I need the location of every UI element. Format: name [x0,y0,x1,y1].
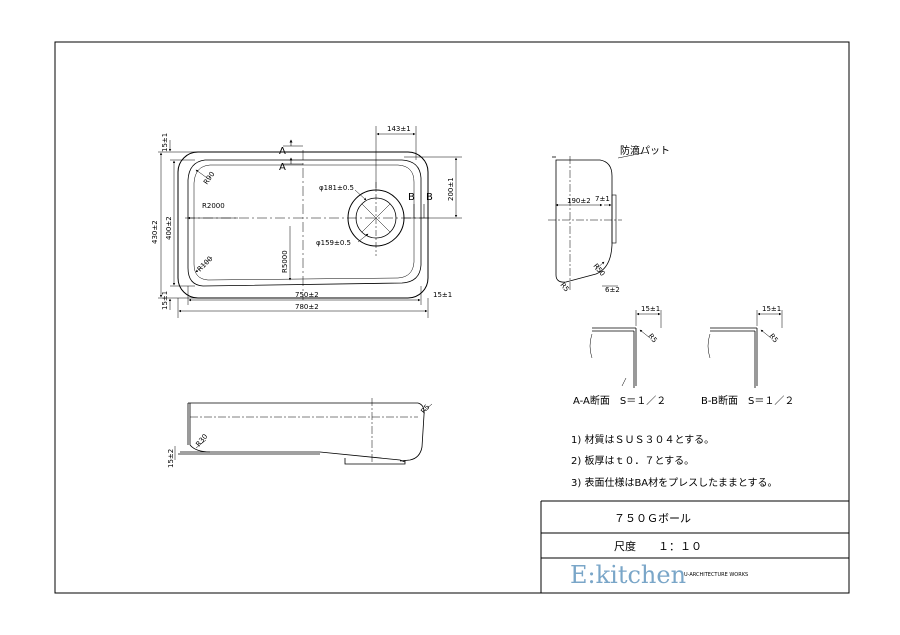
dim-outer-height: 430±2 [151,220,159,244]
dim-elev-flange: 15±2 [167,449,175,468]
dim-r-long: R5000 [281,250,289,273]
brand-logo: E:kitchen [570,561,686,589]
dim-sec-b-radius: R5 [767,332,779,344]
section-a-detail [589,310,662,388]
section-b-mark-right: B [426,192,433,203]
brand-subtitle: U-ARCHITECTURE WORKS [684,572,748,578]
dim-sec-bottom: 6±2 [605,286,620,294]
note-thickness: 2) 板厚はｔ０．７とする。 [571,454,694,467]
section-a-mark-upper: A [279,146,286,157]
dim-inner-width: 750±2 [295,291,319,299]
dim-sec-a-radius: R5 [646,332,658,344]
drain-cross-2 [361,203,391,233]
section-b-detail [707,310,783,388]
dim-sec-a-width: 15±1 [641,305,660,313]
dim-drain-outer: φ181±0.5 [319,184,354,192]
dim-sec-flange-r: R5 [558,281,570,293]
drip-pad [611,194,617,244]
section-a-title: A-A断面 S＝１／２ [573,394,666,407]
title-block [540,500,849,593]
dim-sec-radius: R50 [591,262,606,278]
drip-pad-label: 防滴パット [620,144,670,157]
plan-view [158,126,462,318]
dim-drain-inner: φ159±0.5 [316,239,351,247]
side-section-profile [555,159,613,283]
section-b-title: B-B断面 S＝１／２ [701,394,794,407]
drawing-frame [54,41,850,594]
note-material: 1) 材質はＳＵＳ３０４とする。 [571,433,714,446]
dim-r-side: R2000 [202,202,225,210]
dim-top-margin: 15±1 [161,133,169,152]
dim-outer-width: 780±2 [295,303,319,311]
title-scale: 尺度 １：１０ [614,539,702,553]
side-section-view [548,151,649,290]
dim-sec-depth: 190±2 [567,197,591,205]
dim-bottom-margin: 15±1 [161,291,169,310]
dim-sec-lip: 7±1 [595,195,610,203]
dim-elev-r-left: R30 [194,433,209,449]
dim-r-corner: R90 [202,170,216,186]
title-product-name: ７５０Ｇボール [614,512,691,525]
section-b-mark-left: B [408,192,415,203]
dim-sec-b-width: 15±1 [762,305,781,313]
plan-inner-outline [187,159,422,287]
dim-top-width: 143±1 [387,125,411,133]
dim-right-margin: 15±1 [433,291,452,299]
dim-side-height: 200±1 [447,177,455,201]
drain-inner-circle [355,197,397,239]
front-elevation-view [174,398,433,465]
dim-inner-height: 400±2 [165,216,173,240]
section-a-mark-lower: A [279,162,286,173]
note-finish: 3) 表面仕様はBA材をプレスしたままとする。 [571,476,778,489]
plan-bowl-recess [193,164,415,281]
